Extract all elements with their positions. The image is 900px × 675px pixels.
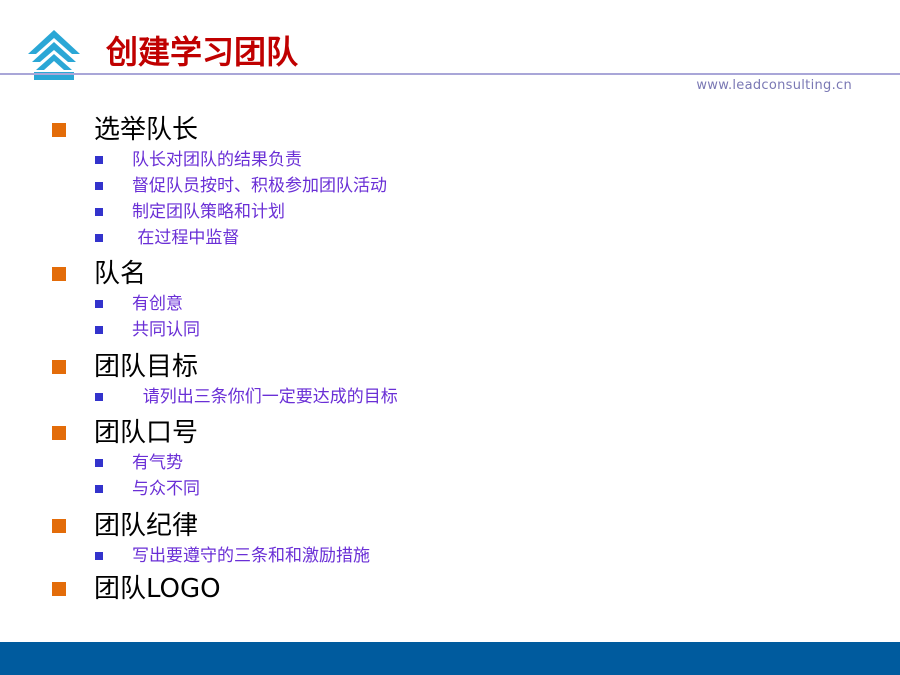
- blue-square-bullet-icon: [95, 485, 103, 493]
- list-item-text: 共同认同: [132, 320, 200, 340]
- website-url: www.leadconsulting.cn: [696, 78, 852, 93]
- list-item-text: 写出要遵守的三条和和激励措施: [132, 546, 370, 566]
- section-heading-text: 队名: [94, 259, 147, 289]
- orange-square-bullet-icon: [52, 426, 66, 440]
- section-heading-text: 团队目标: [94, 352, 199, 382]
- section-heading-text: 团队口号: [94, 418, 199, 448]
- section-heading-text: 团队LOGO: [94, 574, 221, 604]
- blue-square-bullet-icon: [95, 326, 103, 334]
- blue-square-bullet-icon: [95, 156, 103, 164]
- page-title: 创建学习团队: [106, 33, 299, 71]
- orange-square-bullet-icon: [52, 267, 66, 281]
- section-heading-text: 团队纪律: [94, 511, 199, 541]
- list-item-text: 在过程中监督: [132, 228, 240, 248]
- list-item-text: 请列出三条你们一定要达成的目标: [132, 387, 398, 407]
- header-divider: [0, 73, 900, 75]
- blue-square-bullet-icon: [95, 208, 103, 216]
- orange-square-bullet-icon: [52, 360, 66, 374]
- section-heading-text: 选举队长: [94, 115, 199, 145]
- footer-bar: [0, 642, 900, 675]
- blue-square-bullet-icon: [95, 552, 103, 560]
- list-item-text: 与众不同: [132, 479, 200, 499]
- list-item-text: 有创意: [132, 294, 183, 314]
- orange-square-bullet-icon: [52, 519, 66, 533]
- blue-square-bullet-icon: [95, 300, 103, 308]
- orange-square-bullet-icon: [52, 123, 66, 137]
- triangle-stack-logo-icon: [28, 30, 80, 80]
- blue-square-bullet-icon: [95, 234, 103, 242]
- list-item-text: 制定团队策略和计划: [132, 202, 285, 222]
- blue-square-bullet-icon: [95, 182, 103, 190]
- list-item-text: 有气势: [132, 453, 183, 473]
- list-item-text: 督促队员按时、积极参加团队活动: [132, 176, 387, 196]
- orange-square-bullet-icon: [52, 582, 66, 596]
- blue-square-bullet-icon: [95, 459, 103, 467]
- list-item-text: 队长对团队的结果负责: [132, 150, 302, 170]
- blue-square-bullet-icon: [95, 393, 103, 401]
